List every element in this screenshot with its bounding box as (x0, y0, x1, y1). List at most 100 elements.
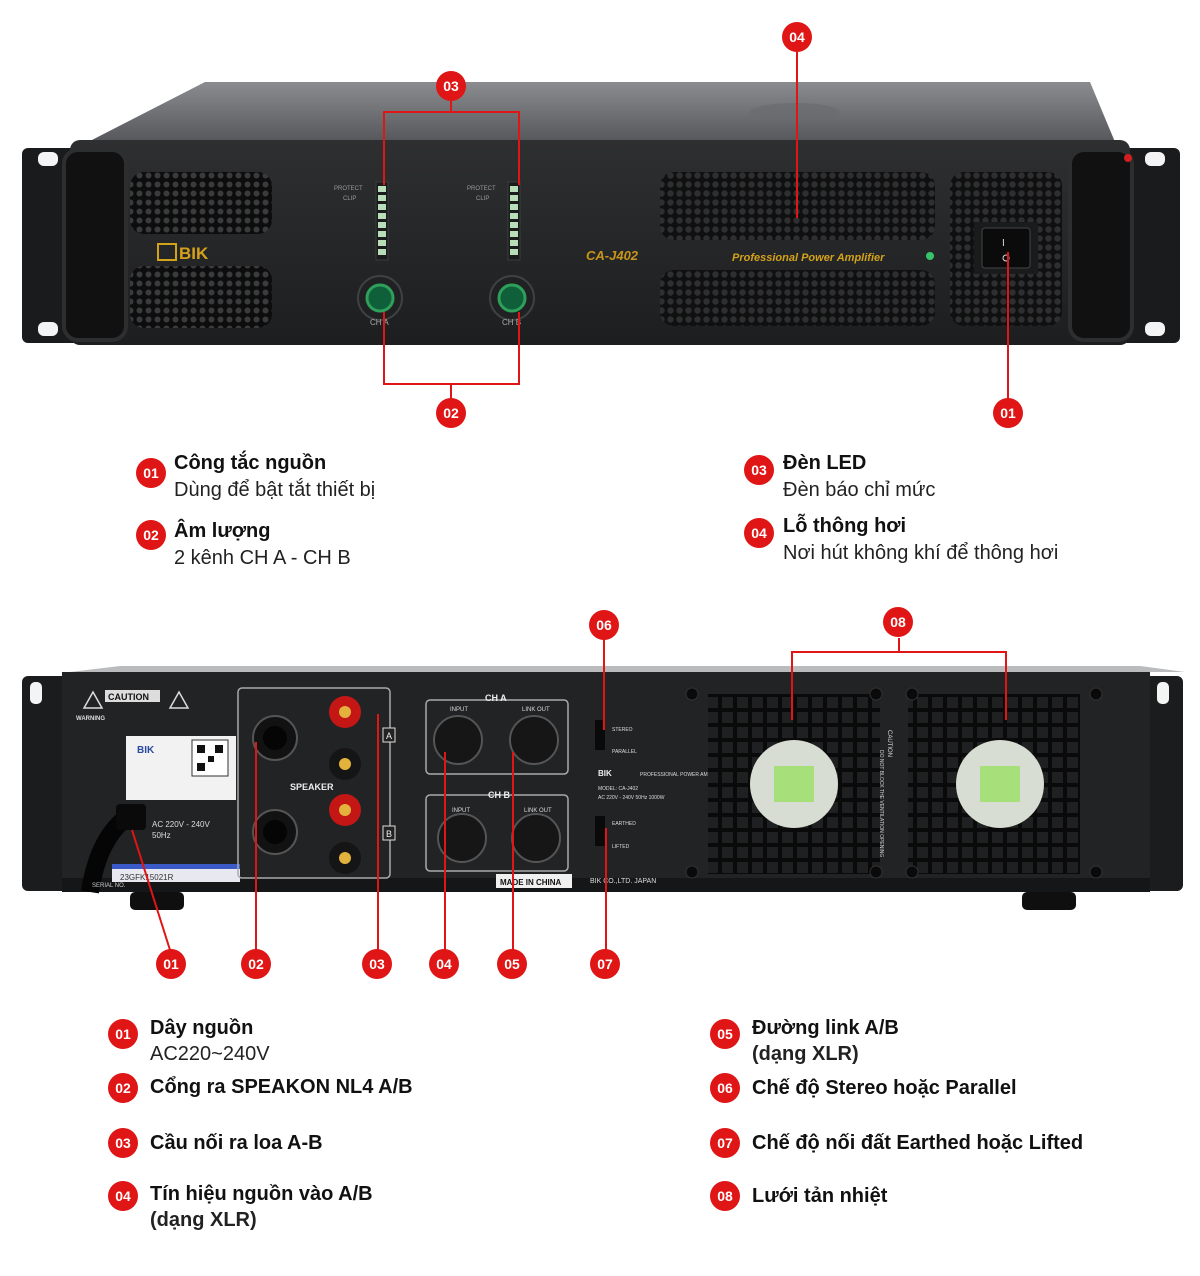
svg-text:CLIP: CLIP (343, 196, 356, 202)
caution-block: CAUTION WARNING (76, 690, 190, 722)
legend-desc: Dùng để bật tắt thiết bị (174, 479, 376, 501)
rear-callout-06: 06 (589, 610, 619, 640)
legend-desc: AC220~240V (150, 1043, 270, 1065)
legend-badge: 01 (108, 1019, 138, 1049)
svg-text:PROTECT: PROTECT (334, 186, 363, 192)
chassis-top (88, 82, 1115, 142)
front-callout-01: 01 (993, 398, 1023, 428)
rear-rack-ear-left (22, 676, 74, 891)
earth-lift-switch (595, 816, 605, 846)
svg-text:BIK: BIK (137, 745, 155, 756)
legend-title: Cầu nối ra loa A-B (150, 1132, 323, 1154)
front-callout-04: 04 (782, 22, 812, 52)
rear-callout-02: 02 (241, 949, 271, 979)
volume-knob-b: CH B (489, 275, 535, 327)
brand-logo: BIK (157, 243, 209, 263)
svg-text:BIK: BIK (598, 769, 612, 778)
binding-posts (329, 696, 361, 874)
legend-badge: 05 (710, 1019, 740, 1049)
legend-title: Dây nguồn (150, 1017, 254, 1039)
legend-badge: 02 (108, 1073, 138, 1103)
svg-text:CAUTION: CAUTION (108, 692, 149, 702)
rear-rack-ear-right (1145, 676, 1183, 891)
svg-text:CH B: CH B (502, 318, 521, 327)
front-callout-03: 03 (436, 71, 466, 101)
svg-text:PROTECT: PROTECT (467, 186, 496, 192)
svg-text:LIFTED: LIFTED (612, 844, 630, 850)
legend-badge: 07 (710, 1128, 740, 1158)
svg-text:INPUT: INPUT (452, 808, 470, 814)
legend-title: Cổng ra SPEAKON NL4 A/B (150, 1076, 413, 1098)
rear-panel-image: CAUTION WARNING BIK AC 220V - 240V 50Hz … (22, 634, 1185, 951)
svg-text:EARTHED: EARTHED (612, 821, 636, 827)
svg-text:STEREO: STEREO (612, 727, 633, 733)
rear-callout-03: 03 (362, 949, 392, 979)
legend-badge: 03 (744, 455, 774, 485)
legend-badge: 01 (136, 458, 166, 488)
legend-desc: (dạng XLR) (150, 1209, 257, 1231)
volume-knob-a: CH A (357, 275, 403, 327)
rear-callout-08: 08 (883, 607, 913, 637)
stereo-parallel-switch (595, 720, 605, 750)
svg-text:BIK: BIK (179, 244, 209, 263)
svg-text:CLIP: CLIP (476, 196, 489, 202)
svg-text:MADE IN CHINA: MADE IN CHINA (500, 878, 562, 887)
svg-text:AC 220V - 240V 50Hz 1000W: AC 220V - 240V 50Hz 1000W (598, 795, 665, 801)
svg-text:SPEAKER: SPEAKER (290, 782, 334, 792)
power-switch (981, 227, 1031, 269)
rear-callout-lines (131, 634, 1007, 951)
svg-text:LINK OUT: LINK OUT (522, 707, 550, 713)
front-panel-image: BIK PROTECT CLIP PROTECT CLIP CH A CH B CA… (22, 52, 1180, 400)
legend-badge: 06 (710, 1073, 740, 1103)
legend-title: Đường link A/B (752, 1017, 899, 1039)
legend-title: Chế độ Stereo hoặc Parallel (752, 1077, 1017, 1099)
svg-text:A: A (386, 731, 392, 741)
svg-text:WARNING: WARNING (76, 716, 105, 722)
speakon-a (252, 715, 298, 761)
model-name: CA-J402 (586, 248, 639, 263)
legend-title: Lưới tản nhiệt (752, 1185, 888, 1207)
svg-text:MODEL: CA-J402: MODEL: CA-J402 (598, 786, 638, 792)
svg-text:B: B (386, 829, 392, 839)
speaker-section (237, 687, 391, 879)
svg-text:CH A: CH A (485, 693, 507, 703)
legend-title: Công tắc nguồn (174, 452, 327, 474)
legend-desc: Đèn báo chỉ mức (783, 479, 936, 501)
front-callout-02: 02 (436, 398, 466, 428)
svg-text:50Hz: 50Hz (152, 831, 171, 840)
legend-badge: 04 (108, 1181, 138, 1211)
svg-text:SERIAL NO.: SERIAL NO. (92, 883, 126, 889)
legend-title: Âm lượng (174, 520, 271, 542)
svg-text:I: I (1002, 238, 1005, 249)
legend-title: Chế độ nối đất Earthed hoặc Lifted (752, 1132, 1084, 1154)
handle-left (62, 148, 128, 342)
speakon-b (252, 809, 298, 855)
ch-b-section (425, 794, 569, 872)
handle-right (1068, 148, 1134, 342)
legend-title: Đèn LED (783, 452, 867, 474)
legend-badge: 04 (744, 518, 774, 548)
rear-callout-05: 05 (497, 949, 527, 979)
legend-badge: 08 (710, 1181, 740, 1211)
legend-badge: 03 (108, 1128, 138, 1158)
svg-text:PARALLEL: PARALLEL (612, 749, 637, 755)
svg-text:CH B: CH B (488, 790, 510, 800)
legend-title: Tín hiệu nguồn vào A/B (150, 1183, 373, 1205)
rear-callout-04: 04 (429, 949, 459, 979)
rear-callout-07: 07 (590, 949, 620, 979)
rear-callout-01: 01 (156, 949, 186, 979)
svg-text:INPUT: INPUT (450, 707, 468, 713)
svg-text:CAUTION: CAUTION (886, 730, 892, 757)
svg-text:CH A: CH A (370, 318, 389, 327)
svg-text:PROFESSIONAL POWER AMPLIFIER: PROFESSIONAL POWER AMPLIFIER (640, 772, 727, 778)
product-line: Professional Power Amplifier (732, 252, 885, 264)
legend-desc: Nơi hút không khí để thông hơi (783, 542, 1059, 564)
legend-desc: 2 kênh CH A - CH B (174, 547, 351, 569)
svg-text:DO NOT BLOCK THE VENTILATION O: DO NOT BLOCK THE VENTILATION OPENING (878, 750, 884, 857)
legend-title: Lỗ thông hơi (783, 515, 907, 537)
legend-desc: (dạng XLR) (752, 1043, 859, 1065)
legend-badge: 02 (136, 520, 166, 550)
front-callout-lines (383, 52, 1009, 400)
svg-text:AC 220V - 240V: AC 220V - 240V (152, 820, 210, 829)
svg-text:LINK OUT: LINK OUT (524, 808, 552, 814)
